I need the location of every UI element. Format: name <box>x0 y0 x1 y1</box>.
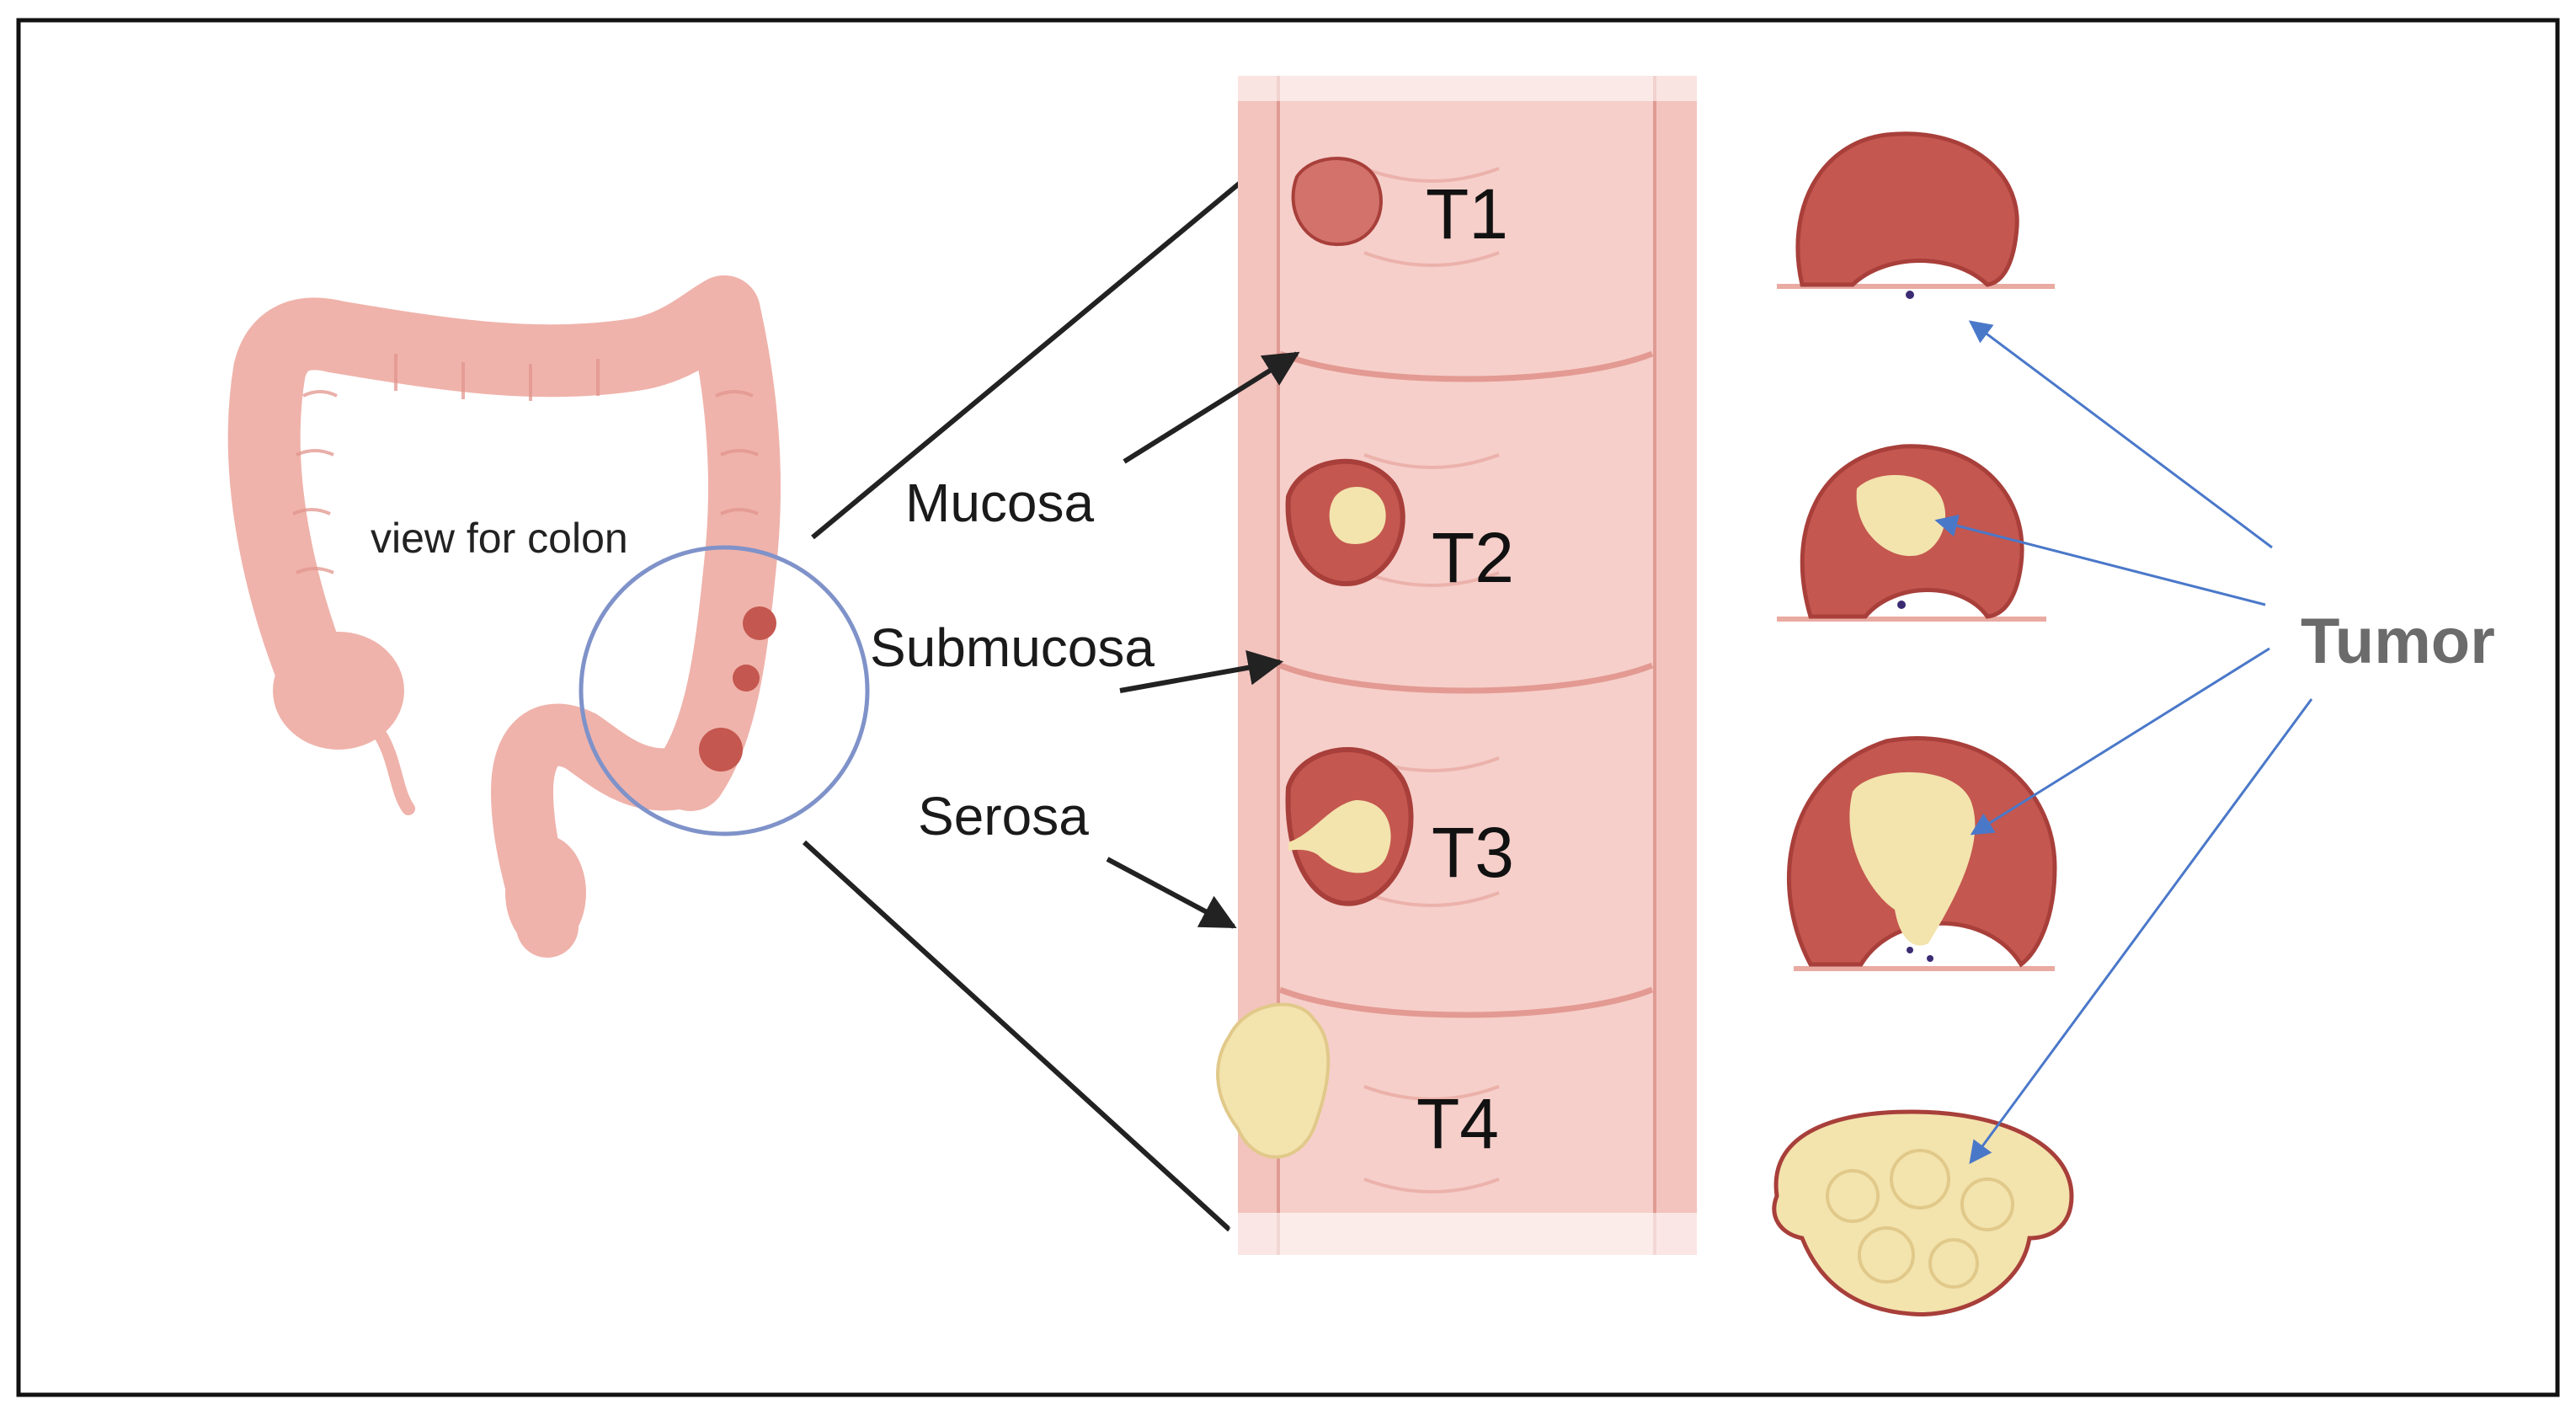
zoom-line-bottom <box>802 840 1232 1232</box>
tissue-column <box>1216 51 1709 1272</box>
t1-lesion <box>1291 157 1383 247</box>
tumor-arrow-t3 <box>1970 647 2270 836</box>
tumor-arrow-t4 <box>1969 698 2313 1165</box>
tumor-cross-sections <box>1772 131 2074 1316</box>
tumor-arrow-t2 <box>1934 514 2266 606</box>
tumor-arrow-t1 <box>1968 320 2273 549</box>
stage-label-t1: T1 <box>1426 174 1509 254</box>
zoom-circle <box>579 545 870 836</box>
colon-lesion-3 <box>699 728 743 772</box>
colon-illustration <box>227 154 1273 1232</box>
colon-caption: view for colon <box>371 515 628 562</box>
serosa-arrow <box>1106 857 1237 929</box>
section-t3 <box>1787 736 2057 971</box>
tumor-arrows <box>1934 320 2313 1165</box>
zoom-line-top <box>811 154 1273 540</box>
stage-label-t2: T2 <box>1432 518 1515 597</box>
colon-lesion-1 <box>743 606 776 640</box>
t4-lesion <box>1216 1002 1331 1159</box>
serosa-label: Serosa <box>918 786 1089 846</box>
submucosa-arrow <box>1119 649 1284 693</box>
submucosa-label: Submucosa <box>870 617 1155 678</box>
stage-label-t3: T3 <box>1432 813 1515 892</box>
section-t4 <box>1772 1109 2074 1316</box>
section-t2 <box>1777 444 2046 622</box>
colon-lesion-2 <box>733 665 760 691</box>
stage-label-t4: T4 <box>1416 1084 1500 1163</box>
tumor-label: Tumor <box>2301 606 2495 677</box>
mucosa-label: Mucosa <box>905 473 1095 533</box>
section-t1 <box>1777 131 2055 299</box>
mucosa-arrow <box>1123 351 1300 464</box>
